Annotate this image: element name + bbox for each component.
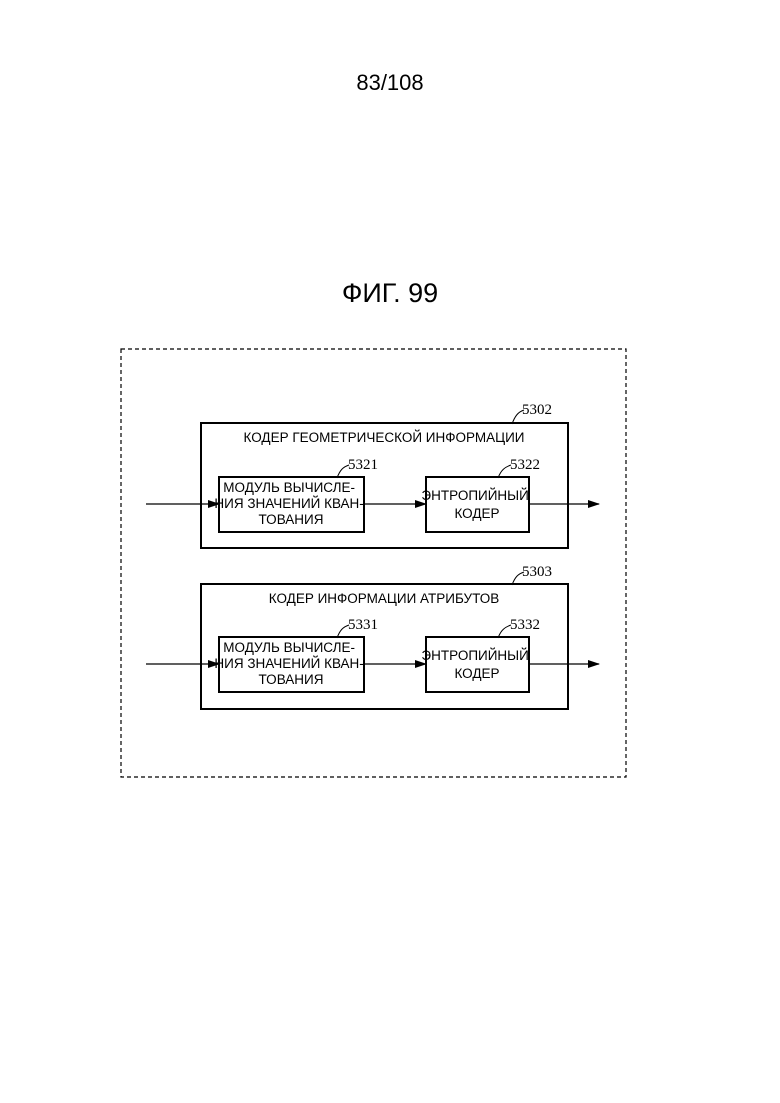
geometry-encoder: КОДЕР ГЕОМЕТРИЧЕСКОЙ ИНФОРМАЦИИ 5302 МОД…: [146, 402, 599, 548]
geometry-entropy-coder: [426, 477, 529, 532]
geometry-quantization-ref: 5321: [348, 457, 378, 473]
attribute-encoder-ref: 5303: [522, 564, 552, 580]
geometry-encoder-ref: 5302: [522, 402, 552, 418]
attribute-encoder-title: КОДЕР ИНФОРМАЦИИ АТРИБУТОВ: [269, 591, 499, 606]
geometry-entropy-ref: 5322: [510, 457, 540, 473]
attribute-entropy-label: ЭНТРОПИЙНЫЙ КОДЕР: [421, 648, 532, 681]
attribute-quantization-label: МОДУЛЬ ВЫЧИСЛЕ- НИЯ ЗНАЧЕНИЙ КВАН- ТОВАН…: [214, 640, 367, 687]
attribute-quantization-ref: 5331: [348, 617, 378, 633]
geometry-quantization-label: МОДУЛЬ ВЫЧИСЛЕ- НИЯ ЗНАЧЕНИЙ КВАН- ТОВАН…: [214, 480, 367, 527]
attribute-entropy-coder: [426, 637, 529, 692]
attribute-entropy-ref: 5332: [510, 617, 540, 633]
geometry-entropy-label: ЭНТРОПИЙНЫЙ КОДЕР: [421, 488, 532, 521]
attribute-encoder: КОДЕР ИНФОРМАЦИИ АТРИБУТОВ 5303 МОДУЛЬ В…: [146, 564, 599, 709]
geometry-encoder-title: КОДЕР ГЕОМЕТРИЧЕСКОЙ ИНФОРМАЦИИ: [244, 430, 525, 445]
